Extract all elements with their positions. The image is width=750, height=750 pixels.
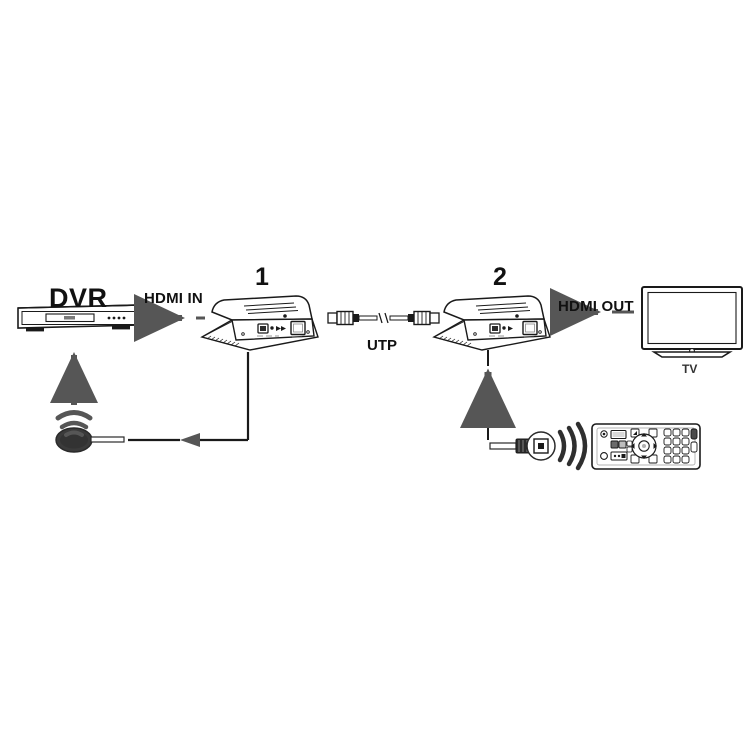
ir-emitter-icon — [55, 427, 125, 453]
ir-wave-icon-right — [557, 421, 588, 471]
hdmi-in-label: HDMI IN — [144, 290, 203, 307]
ir-receiver-icon — [489, 431, 556, 461]
dvr-label: DVR — [49, 283, 108, 313]
tv-icon — [641, 286, 743, 358]
unit-one-label: 1 — [255, 263, 269, 291]
remote-control-icon — [591, 423, 701, 470]
tv-label: TV — [682, 362, 698, 376]
utp-label: UTP — [367, 337, 397, 354]
tx-to-emitter-connection — [128, 352, 250, 447]
unit-two-label: 2 — [493, 263, 507, 291]
ir-wave-icon-left — [55, 410, 93, 437]
hdmi-out-label: HDMI OUT — [558, 298, 634, 315]
utp-cable-icon — [327, 310, 440, 326]
extender-box-icon-tx — [200, 295, 319, 351]
extender-box-icon-rx — [432, 295, 551, 351]
